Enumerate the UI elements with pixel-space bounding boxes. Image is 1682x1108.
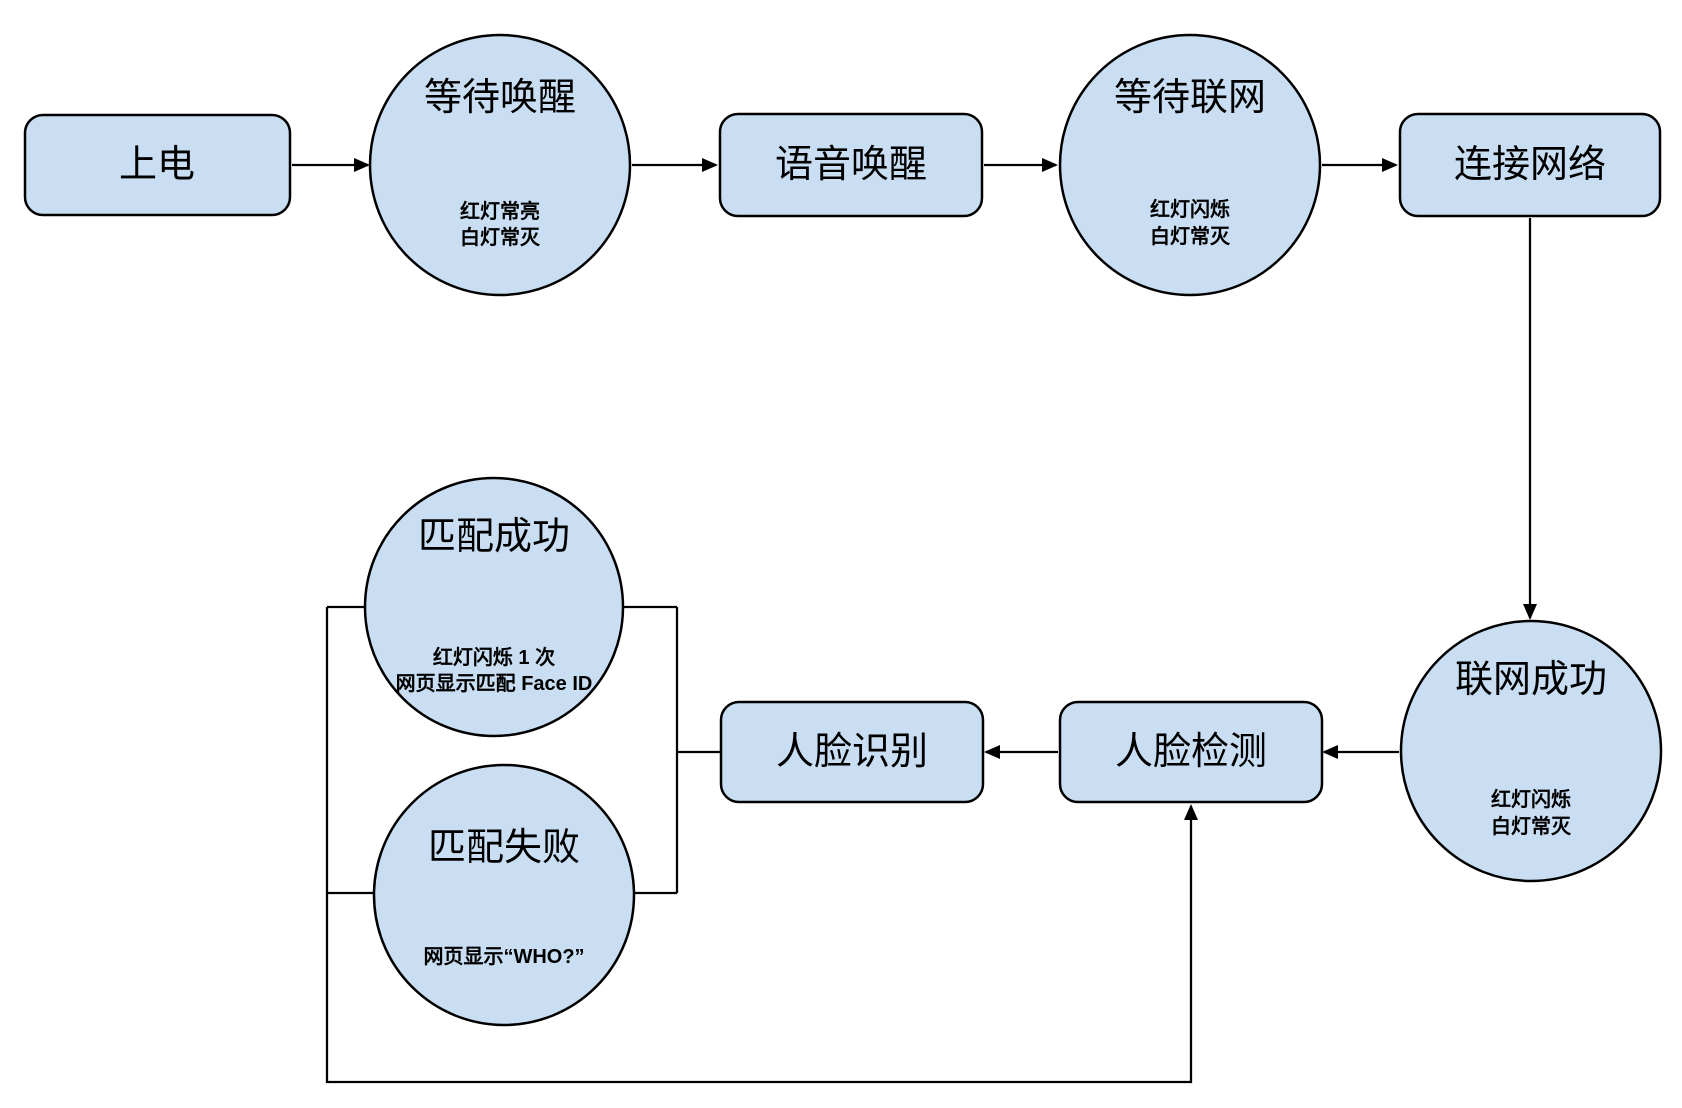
match-fail-label: 匹配失败 [428, 827, 580, 869]
power-on-label: 上电 [119, 144, 195, 186]
wait-wake-sub-2: 白灯常灭 [460, 225, 541, 249]
wait-network-sub-1: 红灯闪烁 [1150, 197, 1230, 221]
node-face-detect: 人脸检测 [1058, 700, 1324, 804]
wait-network-label: 等待联网 [1114, 77, 1266, 119]
connect-network-label: 连接网络 [1454, 144, 1606, 186]
node-wait-network: 等待联网 红灯闪烁 白灯常灭 [1058, 33, 1322, 297]
match-success-shape [363, 476, 625, 738]
network-success-sub-1: 红灯闪烁 [1491, 787, 1571, 811]
connect-network-shape [1398, 112, 1662, 218]
match-success-sub-2: 网页显示匹配 Face ID [396, 672, 593, 695]
node-voice-wake: 语音唤醒 [718, 112, 984, 218]
power-on-shape [23, 113, 292, 217]
node-power-on: 上电 [23, 113, 292, 217]
face-detect-label: 人脸检测 [1115, 731, 1267, 773]
face-detect-shape [1058, 700, 1324, 804]
wait-wake-label: 等待唤醒 [424, 77, 576, 119]
node-match-success: 匹配成功 红灯闪烁 1 次 网页显示匹配 Face ID [363, 476, 625, 738]
match-success-label: 匹配成功 [418, 516, 570, 558]
node-network-success: 联网成功 红灯闪烁 白灯常灭 [1399, 619, 1663, 883]
match-fail-shape [372, 763, 636, 1027]
node-match-fail: 匹配失败 网页显示“WHO?” [372, 763, 636, 1027]
network-success-label: 联网成功 [1455, 659, 1607, 701]
match-success-sub-1: 红灯闪烁 1 次 [433, 645, 555, 669]
voice-wake-label: 语音唤醒 [775, 144, 927, 186]
node-connect-network: 连接网络 [1398, 112, 1662, 218]
wait-wake-shape [368, 33, 632, 297]
node-wait-wake: 等待唤醒 红灯常亮 白灯常灭 [368, 33, 632, 297]
wait-network-shape [1058, 33, 1322, 297]
edge-loop-back-to-face-detect [325, 607, 1198, 1084]
voice-wake-shape [718, 112, 984, 218]
network-success-sub-2: 白灯常灭 [1491, 814, 1572, 838]
wait-wake-sub-1: 红灯常亮 [460, 199, 540, 223]
match-fail-sub-1: 网页显示“WHO?” [423, 946, 584, 968]
face-recognize-shape [719, 700, 985, 804]
network-success-shape [1399, 619, 1663, 883]
wait-network-sub-2: 白灯常灭 [1150, 224, 1231, 248]
node-face-recognize: 人脸识别 [719, 700, 985, 804]
face-recognize-label: 人脸识别 [776, 731, 928, 773]
